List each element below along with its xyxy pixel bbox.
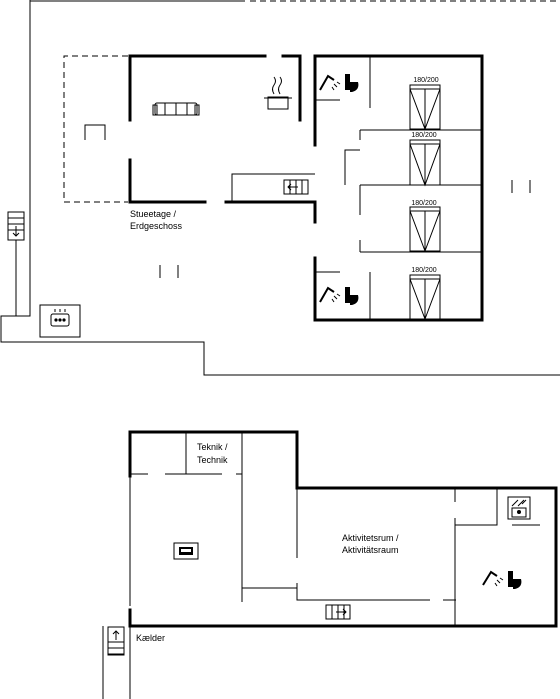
bathroom-bottom-walls bbox=[315, 271, 371, 320]
bed-icon bbox=[409, 206, 441, 253]
plot-boundary bbox=[0, 0, 560, 376]
toilet-icon-2 bbox=[345, 287, 359, 305]
activity-label-line-2: Aktivitätsraum bbox=[342, 545, 399, 555]
bed-size-label: 180/200 bbox=[411, 132, 436, 139]
sofa-icon bbox=[152, 102, 200, 116]
basement-outer-walls bbox=[128, 430, 558, 628]
bed-size-label: 180/200 bbox=[411, 267, 436, 274]
stairs-down-icon bbox=[283, 179, 309, 195]
bed-3: 180/200 bbox=[409, 200, 441, 253]
stairs-marker-icon bbox=[7, 211, 25, 241]
garden-mark-left bbox=[159, 265, 179, 278]
toilet-icon-basement bbox=[508, 571, 522, 589]
bed-2: 180/200 bbox=[409, 132, 441, 187]
terrace-door-mark bbox=[84, 124, 106, 140]
living-wall-left-lower bbox=[128, 158, 207, 204]
stairs-marker-icon-basement bbox=[107, 626, 125, 656]
bathroom-inner-walls bbox=[455, 488, 540, 526]
bed-icon bbox=[409, 84, 441, 131]
bed-4: 180/200 bbox=[409, 267, 441, 321]
basement-floor: Teknik / Technik Aktivitetsrum / Aktivit… bbox=[102, 430, 558, 699]
shower-icon-basement bbox=[482, 570, 504, 587]
hot-tub-icon bbox=[39, 304, 81, 338]
technik-label-line-1: Teknik / bbox=[197, 442, 228, 452]
floor-label-line-2: Erdgeschoss bbox=[130, 221, 183, 231]
toilet-icon bbox=[345, 74, 359, 92]
cooking-pot-icon bbox=[264, 76, 292, 110]
bedroom-block-walls bbox=[313, 54, 484, 322]
activity-bottom-wall bbox=[296, 583, 456, 601]
technik-label-line-2: Technik bbox=[197, 455, 228, 465]
washing-machine-icon bbox=[507, 496, 531, 520]
bed-size-label: 180/200 bbox=[413, 77, 438, 84]
bed-icon bbox=[409, 139, 441, 187]
sauna-bench-icon bbox=[173, 542, 199, 560]
basement-label: Kælder bbox=[136, 633, 165, 643]
terrace-outline bbox=[63, 55, 128, 203]
stairs-up-icon bbox=[325, 604, 351, 620]
ground-floor: Stueetage / Erdgeschoss bbox=[0, 0, 560, 376]
hall-wall bbox=[224, 200, 317, 224]
closet-wall bbox=[344, 149, 360, 185]
stair-box bbox=[231, 173, 315, 202]
floor-label-line-1: Stueetage / bbox=[130, 209, 177, 219]
garden-mark-right bbox=[511, 180, 531, 193]
bed-size-label: 180/200 bbox=[411, 200, 436, 207]
bathroom-top-walls bbox=[315, 56, 371, 108]
bed-1: 180/200 bbox=[409, 77, 441, 131]
activity-label-line-1: Aktivitetsrum / bbox=[342, 533, 399, 543]
bed-icon bbox=[409, 274, 441, 321]
shower-icon-2 bbox=[319, 286, 341, 303]
shower-icon bbox=[319, 74, 341, 91]
